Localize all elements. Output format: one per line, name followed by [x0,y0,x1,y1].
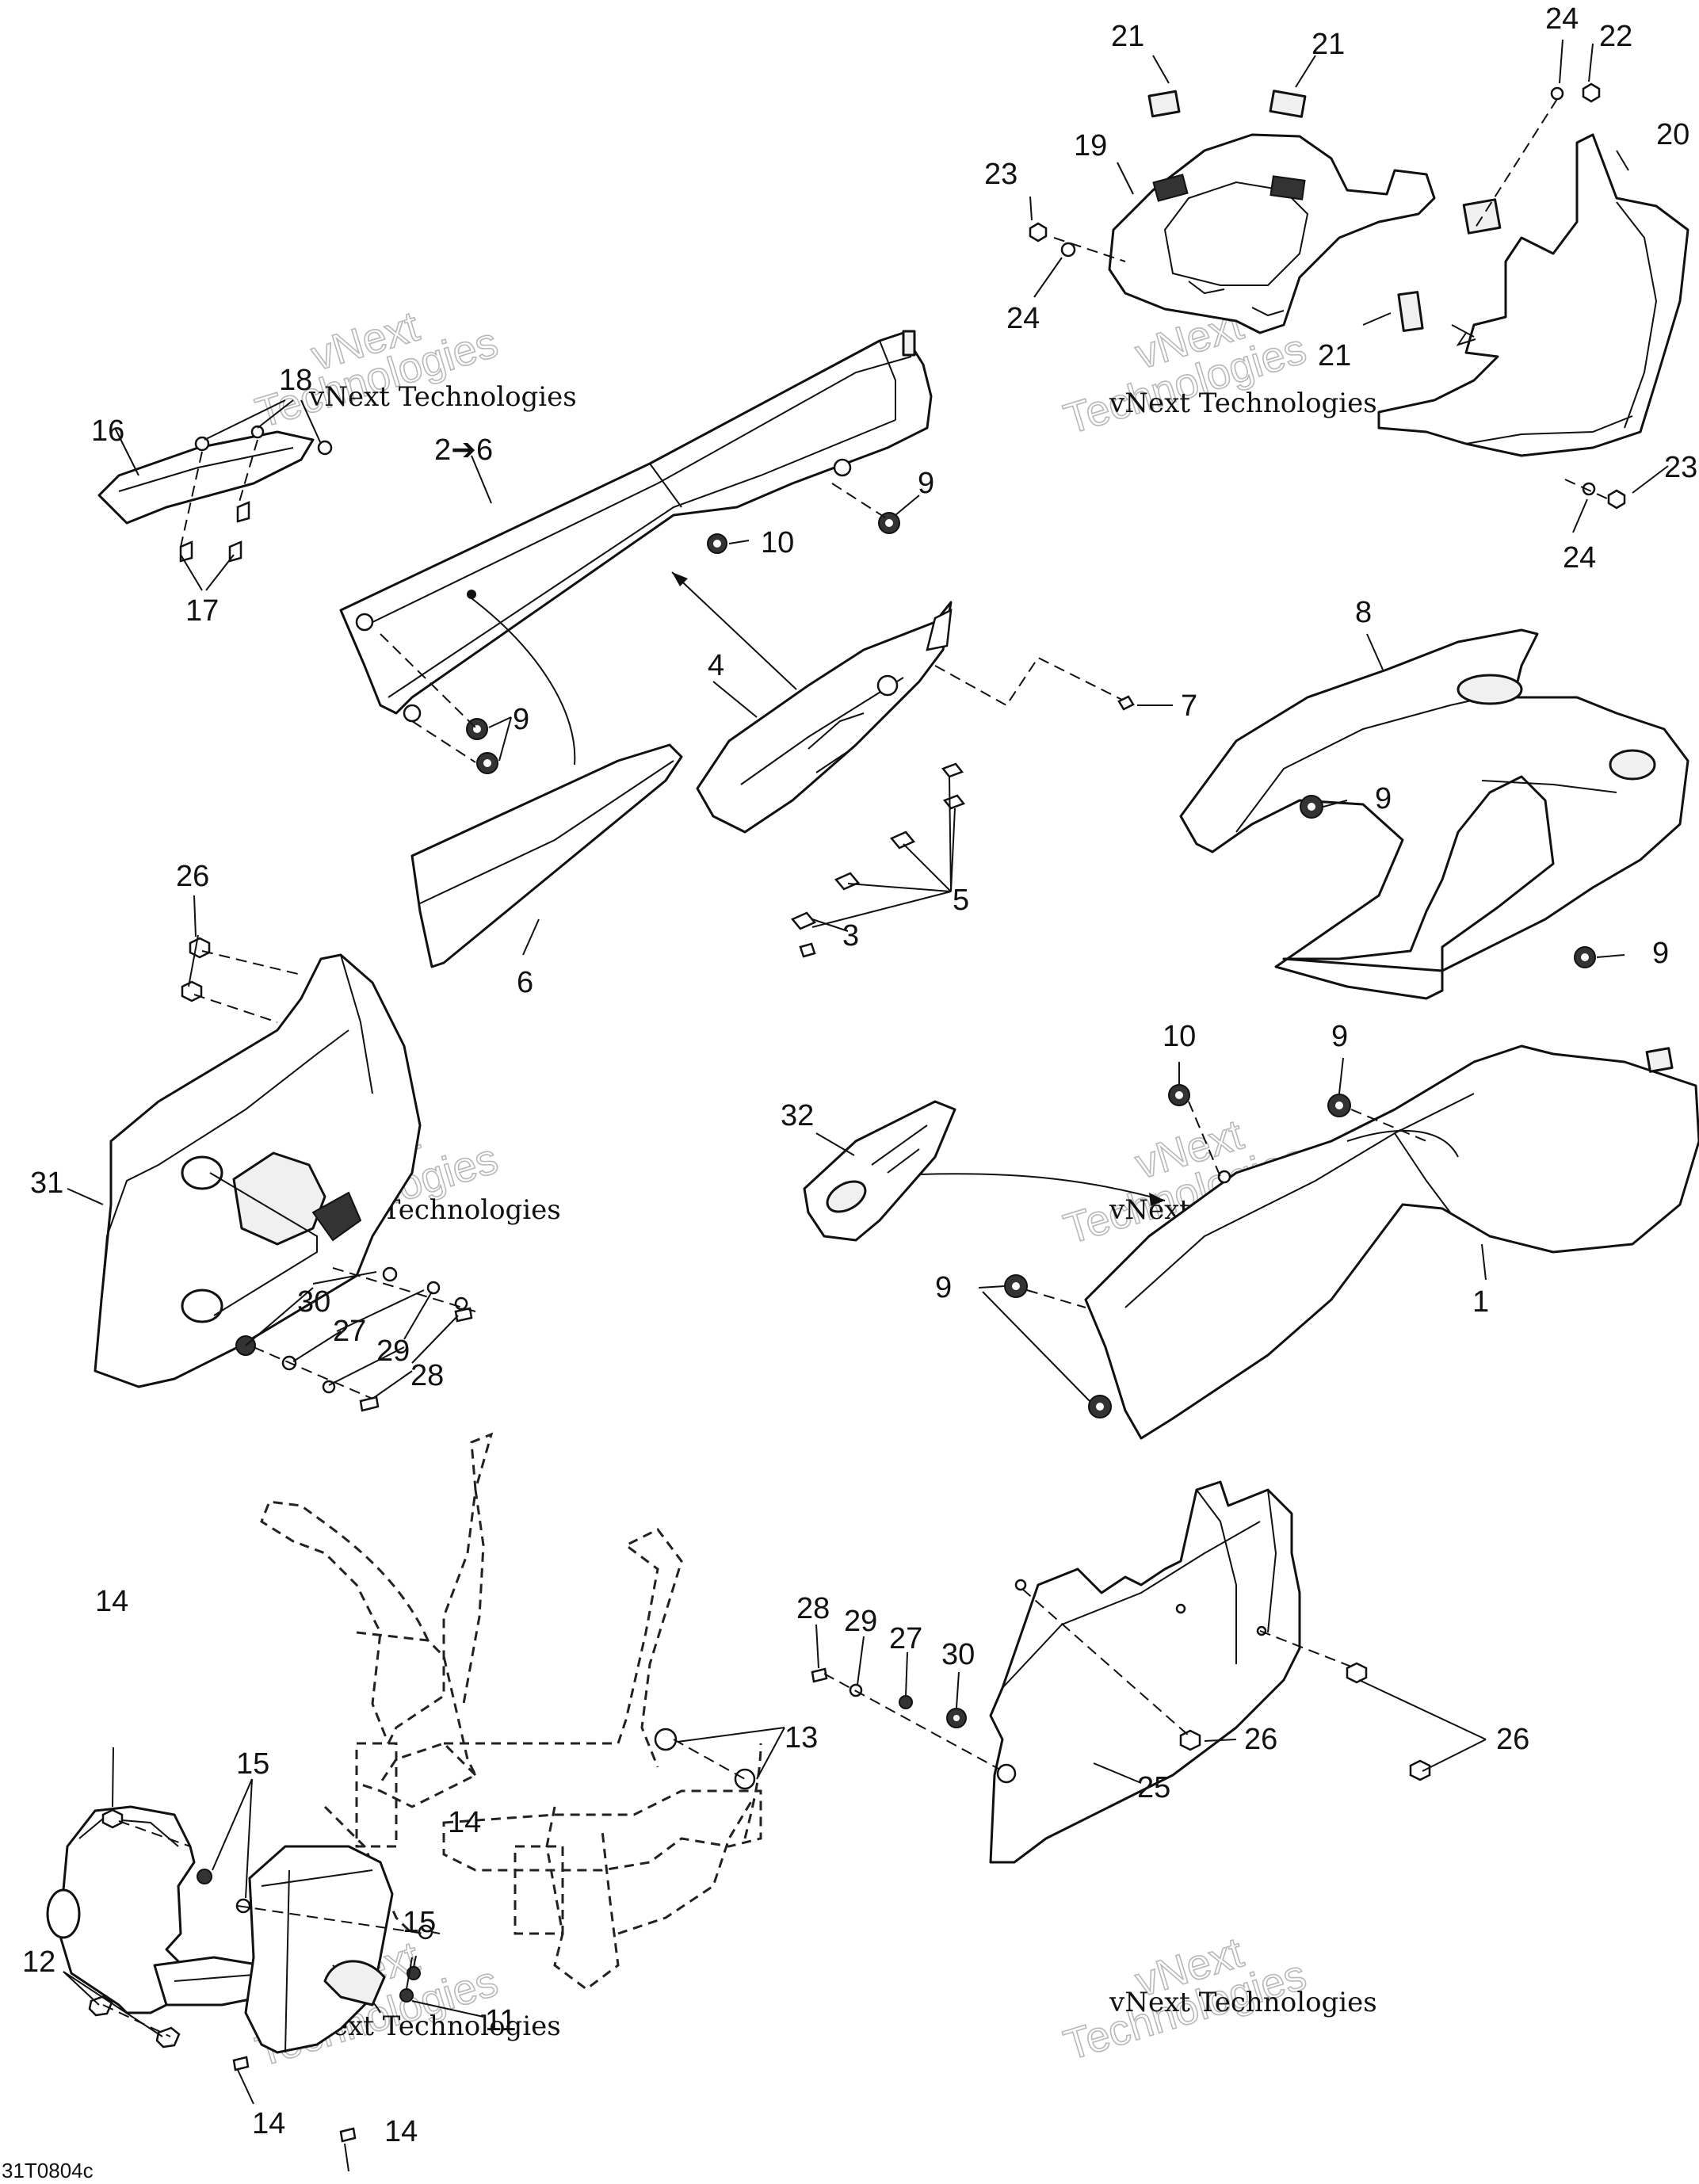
leaders-bottom-left [63,1727,785,2172]
callout-14: 14 [448,1806,481,1839]
part-1-front-fender [1004,1044,1699,1440]
frame-phantom [260,1432,762,1991]
callout-3: 3 [842,919,859,953]
part-16-bracket [97,425,333,563]
callout-9: 9 [513,703,529,736]
callout-32: 32 [781,1099,814,1132]
hardware-bumper [88,1728,756,2143]
callout-11: 11 [485,2004,516,2037]
callout-24: 24 [1545,2,1579,36]
figure-code: 31T0804c [2,2159,94,2182]
leaders-31-group [67,895,459,1399]
callout-29: 29 [844,1605,877,1638]
hardware-19-20-group [1029,82,1626,510]
callout-29: 29 [376,1334,410,1368]
callout-24: 24 [1006,302,1040,335]
callout-10: 10 [761,526,794,559]
callout-15: 15 [236,1747,269,1781]
callout-26: 26 [1244,1723,1277,1756]
part-32-cover [803,1100,1166,1242]
leaders-2-6 [380,455,920,766]
callout-5: 5 [953,884,969,917]
callout-23: 23 [984,158,1017,191]
callout-30: 30 [297,1285,330,1319]
callout-9: 9 [1375,782,1392,815]
callout-7: 7 [1181,689,1197,723]
callout-25: 25 [1137,1771,1170,1804]
callout-20: 20 [1656,118,1689,151]
callout-16: 16 [91,414,124,448]
callout-6: 6 [517,966,533,999]
callout-labels: 21 21 24 22 19 20 23 24 21 23 24 18 16 2… [22,2,1697,2148]
part-25-front-side-panel [989,1480,1301,1864]
callout-30: 30 [941,1638,975,1671]
watermark-company: vNext Technologies [1109,388,1377,419]
leaders-top-right [1029,39,1669,533]
callout-21: 21 [1318,339,1351,372]
callout-15: 15 [403,1906,436,1939]
callout-28: 28 [410,1359,444,1392]
part-19-rear-inner-panel [1108,133,1436,334]
callout-31: 31 [30,1166,63,1200]
leaders-25-group [815,1624,1487,1784]
part-11-12-front-bumper [46,1805,394,2054]
callout-13: 13 [785,1721,818,1754]
callout-14: 14 [95,1585,128,1618]
part-8-rear-fender [1179,628,1689,1000]
callout-22: 22 [1599,20,1632,53]
callout-9: 9 [918,467,934,500]
leader-4-arrow [671,571,797,718]
callout-21: 21 [1111,20,1144,53]
part-2-6-side-panel [339,330,933,723]
callout-26: 26 [176,860,209,893]
part-31-front-side-panel [94,953,422,1388]
callout-24: 24 [1563,541,1596,575]
callout-18: 18 [279,364,312,397]
callout-21: 21 [1311,28,1345,61]
callout-9: 9 [1652,937,1669,970]
callout-26: 26 [1496,1723,1529,1756]
callout-17: 17 [185,594,219,628]
part-5-clips [790,762,966,958]
callout-14: 14 [384,2115,418,2148]
callout-27: 27 [333,1315,366,1348]
callout-2-6: 2➔6 [434,433,493,467]
callout-12: 12 [22,1945,55,1979]
part-7-fastener [934,656,1173,711]
callout-10: 10 [1163,1020,1196,1053]
callout-9: 9 [935,1271,952,1304]
callout-19: 19 [1074,129,1107,162]
callout-4: 4 [708,649,724,682]
watermark-company: vNext Technologies [308,381,577,413]
leaders-part-1 [978,1057,1487,1402]
watermark-company: vNext Technologies [1109,1987,1377,2018]
callout-23: 23 [1664,451,1697,484]
leaders-top-left [114,399,322,591]
callout-14: 14 [252,2107,285,2140]
watermark-group-6: vNext Technologies vNext Technologies [1058,1928,1377,2070]
part-6-deflector [410,743,683,968]
hardware-25-group [811,1588,1431,1781]
callout-28: 28 [796,1592,830,1625]
callout-1: 1 [1472,1285,1489,1319]
part-4-panel [696,601,953,834]
callout-9: 9 [1331,1020,1348,1053]
callout-27: 27 [889,1622,922,1655]
part-20-rear-side-panel [1377,133,1689,457]
callout-8: 8 [1355,596,1372,629]
